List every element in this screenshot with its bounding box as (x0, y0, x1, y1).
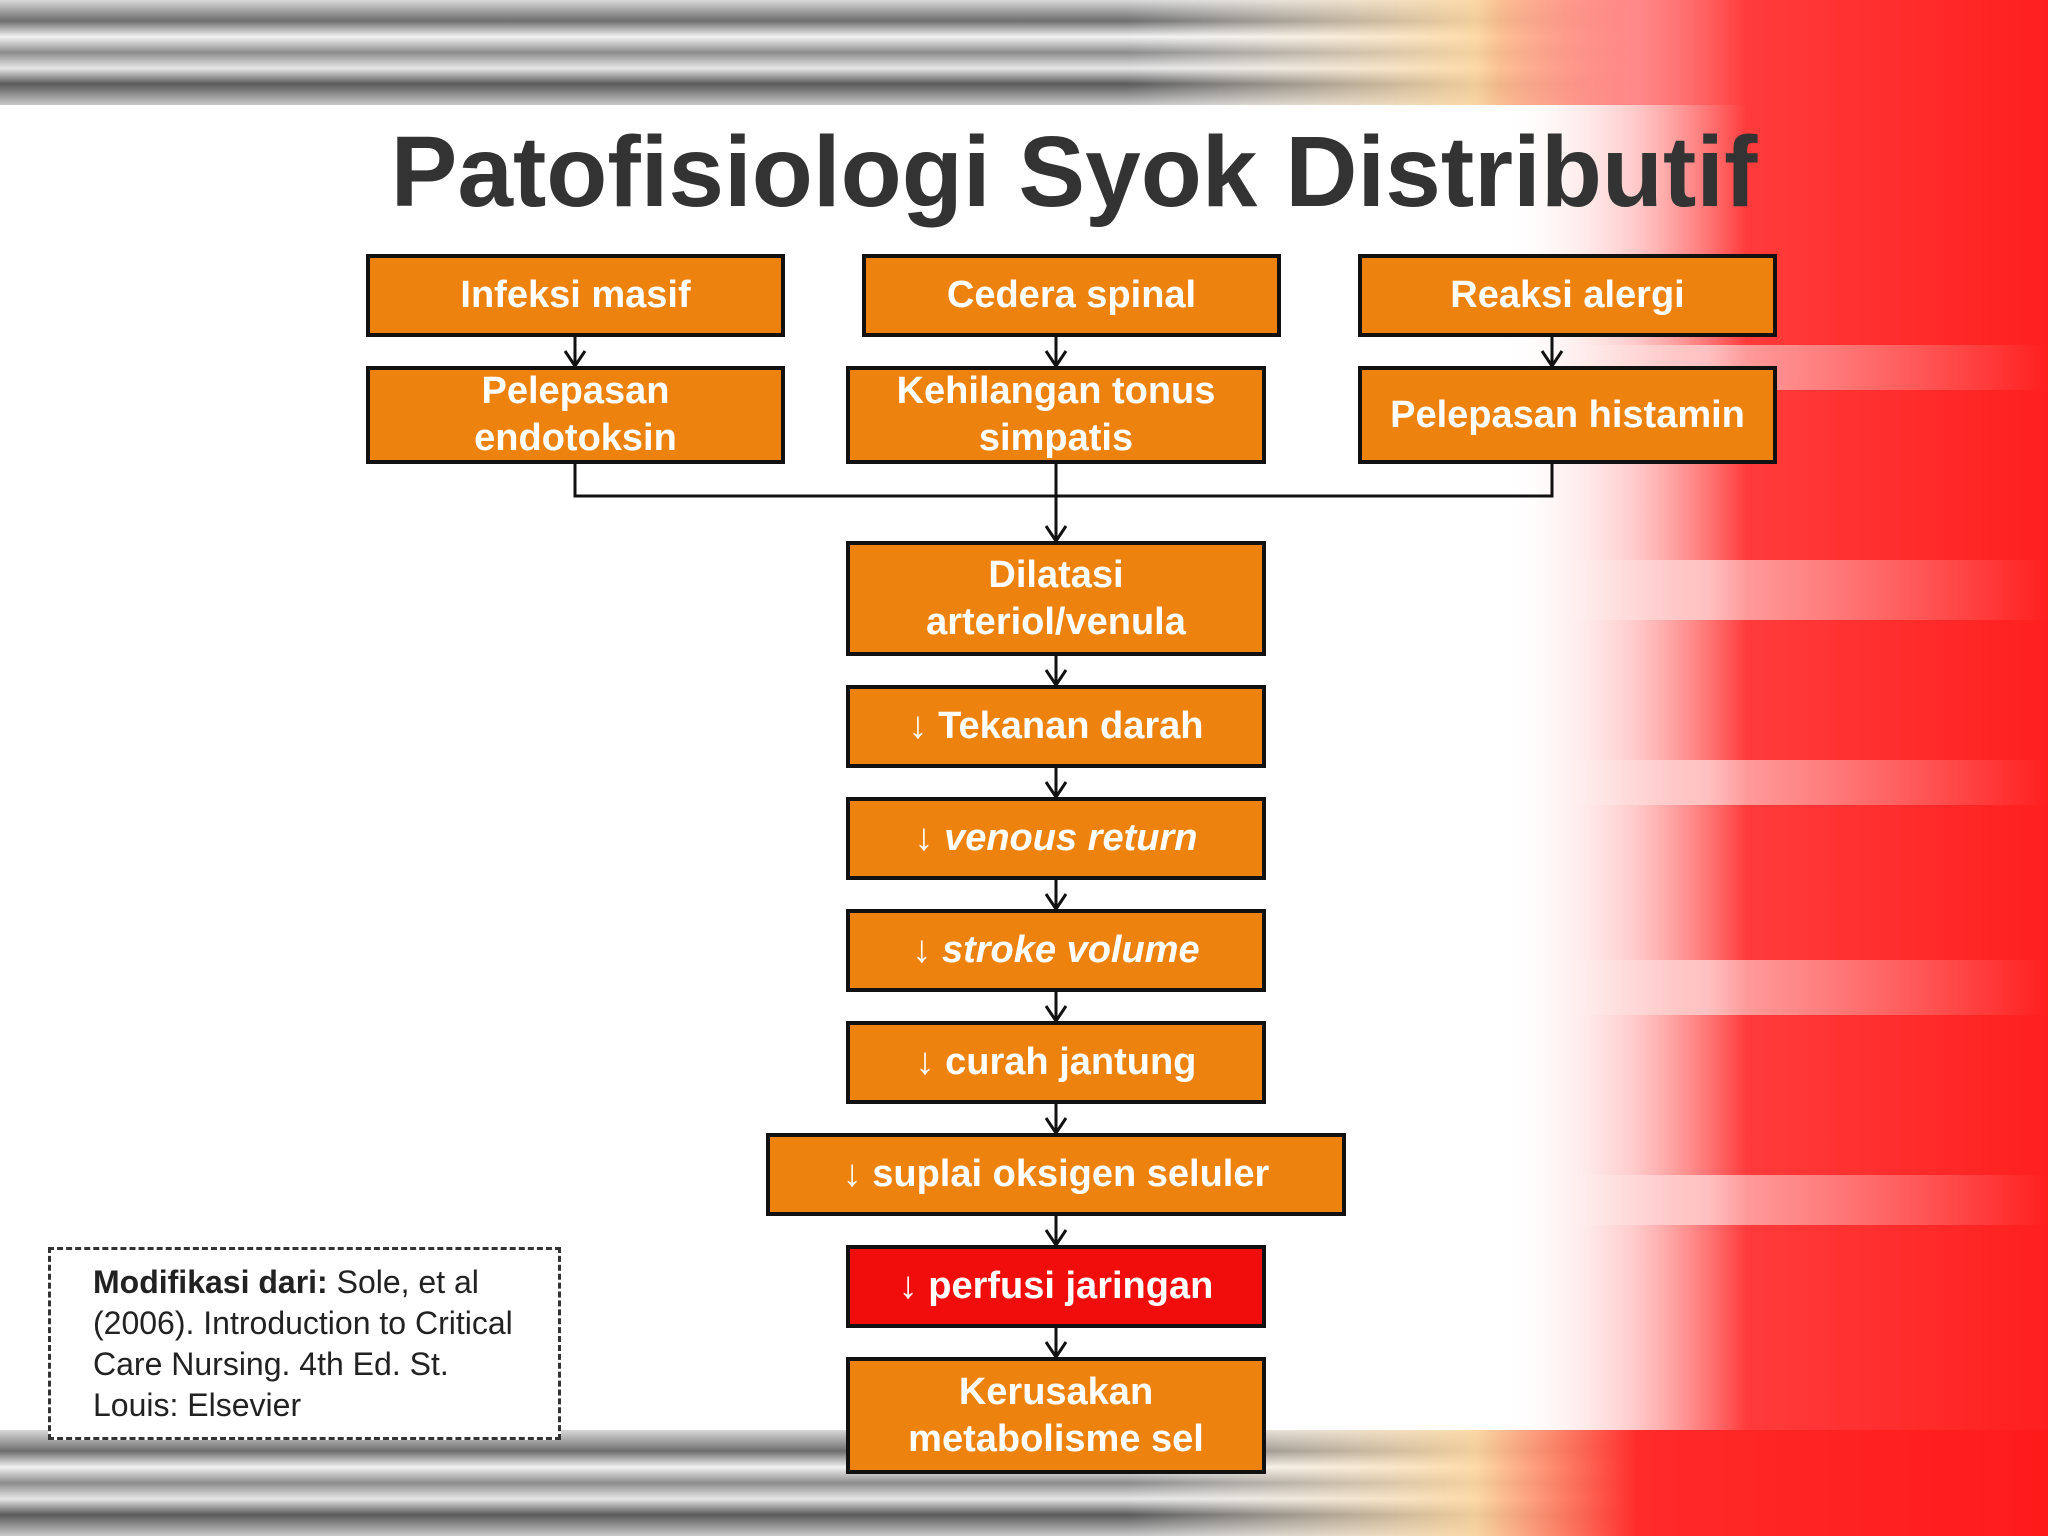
down-arrow-icon: ↓ (915, 1041, 935, 1083)
cause-box-infection: Infeksi masif (366, 254, 785, 337)
down-arrow-icon: ↓ (842, 1153, 862, 1195)
chain-box-venous-return: ↓ venous return (846, 797, 1266, 880)
reference-note: Modifikasi dari: Sole, et al (2006). Int… (48, 1247, 561, 1440)
chain-box-stroke-volume: ↓ stroke volume (846, 909, 1266, 992)
slide-title: Patofisiologi Syok Distributif (390, 116, 1758, 228)
down-arrow-icon: ↓ (912, 929, 932, 971)
chain-box-tissue-perfusion: ↓ perfusi jaringan (846, 1245, 1266, 1328)
effect-box-histamine-release: Pelepasan histamin (1358, 366, 1777, 464)
cause-box-spinal-injury: Cedera spinal (862, 254, 1281, 337)
chain-box-oxygen-supply: ↓ suplai oksigen seluler (766, 1133, 1346, 1216)
down-arrow-icon: ↓ (908, 705, 928, 747)
reference-text: Sole, et al (2006). Introduction to Crit… (93, 1264, 513, 1423)
chain-box-blood-pressure: ↓ Tekanan darah (846, 685, 1266, 768)
down-arrow-icon: ↓ (914, 817, 934, 859)
cause-box-allergic-reaction: Reaksi alergi (1358, 254, 1777, 337)
chain-box-cardiac-output: ↓ curah jantung (846, 1021, 1266, 1104)
down-arrow-icon: ↓ (898, 1265, 918, 1307)
reference-label: Modifikasi dari: (93, 1264, 328, 1300)
